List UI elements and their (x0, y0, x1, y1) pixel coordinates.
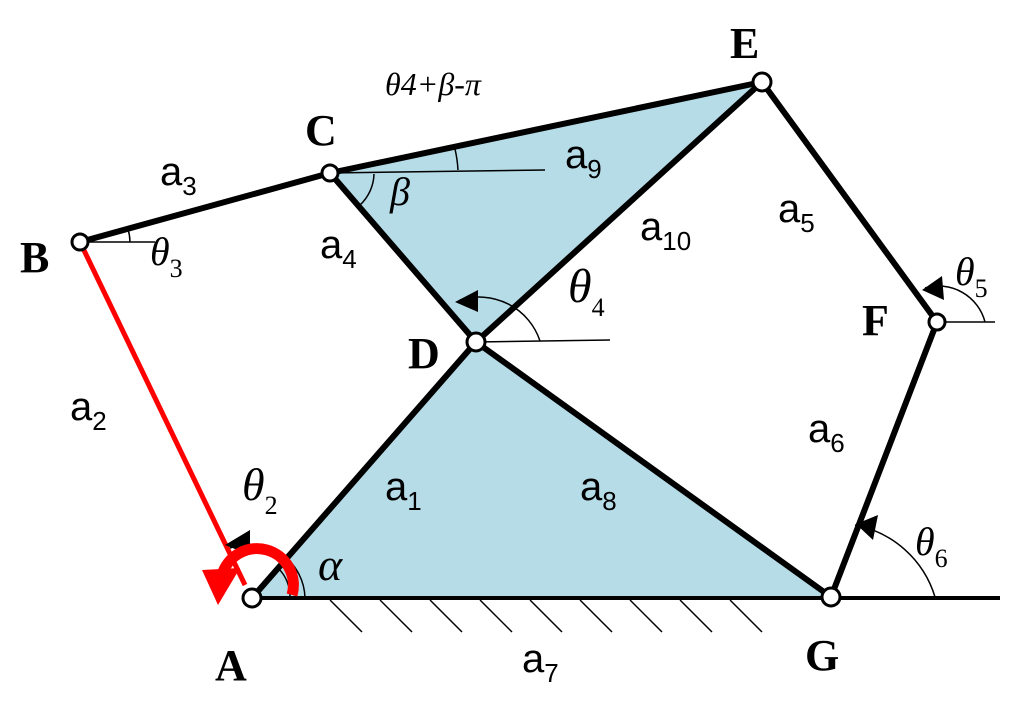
hatch-mark (429, 599, 463, 633)
ref-line-c (329, 169, 546, 174)
hatch-mark (529, 599, 563, 633)
link-a3 (77, 170, 333, 245)
joint-e (751, 71, 773, 93)
arrow-theta6-icon (856, 515, 878, 540)
arc-combo (454, 148, 459, 171)
crank-rotation-arrow-icon (216, 543, 299, 597)
label-D: D (408, 329, 440, 378)
hatch-mark (579, 599, 613, 633)
hatch-mark (629, 599, 663, 633)
ground-hatch (329, 599, 763, 633)
arrow-theta4-icon (455, 290, 478, 312)
arc-theta3 (127, 228, 131, 243)
label-a6: a6 (808, 407, 845, 458)
link-a4 (327, 170, 479, 345)
joint-c (320, 163, 340, 183)
label-a7: a7 (522, 637, 559, 688)
link-a10 (473, 79, 765, 345)
arrow-theta5-icon (922, 276, 944, 300)
label-theta4: θ4 (568, 260, 605, 322)
label-beta: β (389, 169, 410, 214)
label-a1: a1 (385, 465, 422, 516)
label-a10: a10 (640, 205, 691, 256)
label-theta5: θ5 (955, 249, 988, 303)
label-E: E (730, 19, 759, 68)
ref-line-d (475, 339, 611, 343)
label-a9: a9 (565, 133, 602, 184)
arc-alpha (277, 567, 291, 599)
triangle-adg (252, 342, 831, 598)
label-theta3: θ3 (150, 229, 183, 283)
label-C: C (305, 106, 337, 155)
hatch-mark (329, 599, 363, 633)
label-a5: a5 (778, 187, 815, 238)
joint-a (241, 587, 263, 609)
hatch-mark (729, 599, 763, 633)
crank-rotation-arrowhead-icon (202, 568, 240, 605)
label-a8: a8 (580, 465, 617, 516)
label-a4: a4 (320, 223, 357, 274)
link-a2-crank (77, 240, 248, 587)
joint-b (70, 232, 90, 252)
label-a3: a3 (160, 150, 197, 201)
joint-f (927, 312, 947, 332)
label-theta2: θ2 (242, 459, 278, 520)
hatch-mark (379, 599, 413, 633)
hatch-mark (479, 599, 513, 633)
label-B: B (20, 233, 49, 282)
link-a8 (473, 339, 834, 600)
label-A: A (215, 641, 247, 690)
label-alpha: α (318, 539, 343, 590)
label-theta6: θ6 (915, 519, 948, 573)
joint-g (820, 586, 842, 608)
hatch-mark (679, 599, 713, 633)
label-a2: a2 (70, 385, 107, 436)
joint-d (465, 331, 487, 353)
link-a5 (759, 79, 940, 325)
label-F: F (862, 296, 889, 345)
triangle-cde (330, 82, 762, 342)
arc-beta (359, 173, 375, 206)
label-G: G (805, 631, 839, 680)
link-a1 (249, 339, 479, 601)
label-theta4-beta-pi: θ4+β-π (385, 66, 482, 102)
link-a9 (327, 79, 765, 176)
link-a6 (828, 319, 940, 600)
